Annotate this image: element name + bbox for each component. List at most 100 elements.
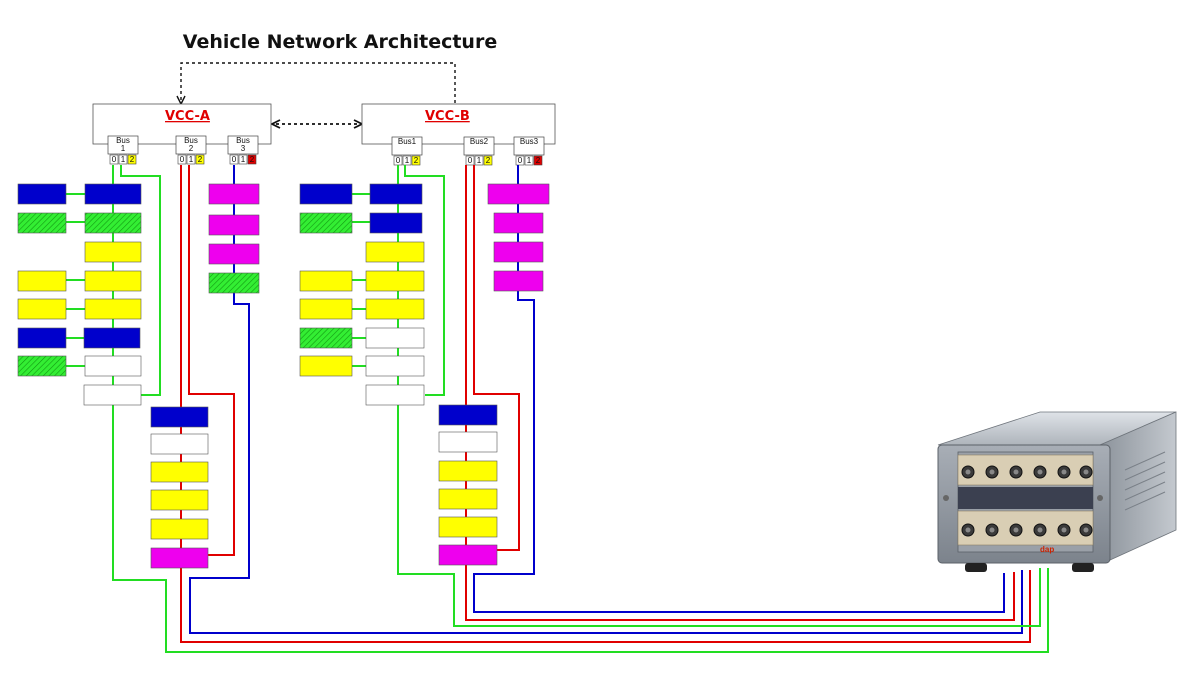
bus-label: 3 [241,144,246,153]
bus-channel [474,155,484,166]
ecu-box [208,214,260,236]
bus-channel-label: 0 [396,156,401,165]
bus-channel [229,154,239,165]
device-port-pin [1083,527,1089,533]
bus-channel [465,155,475,166]
ecu-box [208,272,260,294]
ecu-box [150,518,209,540]
bus-label: 2 [189,144,194,153]
ecu-box [208,183,260,205]
ecu-box [365,327,425,349]
ecu-box [83,327,141,349]
bus-label: Bus2 [470,137,489,146]
wire-a-bus3 [189,165,1023,634]
bus-channel-label: 2 [486,156,491,165]
controller-label: VCC-A [165,109,210,124]
bus-channel-label: 1 [121,155,126,164]
device-port-pin [1083,469,1089,475]
ecu-box [17,270,67,292]
bus-channel [411,155,421,166]
bus-channel [186,154,196,165]
device-port-pin [965,469,971,475]
bus-channel-label: 0 [180,155,185,164]
device-port-pin [1037,527,1043,533]
bus-channel-label: 1 [189,155,194,164]
ecu-box [150,547,209,569]
ecu-box [365,241,425,263]
wire-a-bus1 [112,165,1049,653]
diagram-title: Vehicle Network Architecture [183,31,497,53]
bus-label: Bus1 [398,137,417,146]
device-port-pin [1061,527,1067,533]
bus-label: 1 [121,144,126,153]
bus-channel-label: 2 [414,156,419,165]
device-foot [1072,563,1094,572]
bus-channel [533,155,543,166]
bus-channel-label: 1 [241,155,246,164]
ecu-box [299,270,353,292]
bus-label: Bus [184,136,198,145]
ecu-box [84,270,142,292]
ecu-box [84,355,142,377]
wire-b-bus1-loop [404,165,445,396]
controller-label: VCC-B [425,109,470,124]
device-port-pin [1061,469,1067,475]
bus-label: Bus [236,136,250,145]
wire-a-bus2 [180,165,1031,643]
bus-channel [238,154,248,165]
bus-channel [118,154,128,165]
bus-channel-label: 2 [130,155,135,164]
bus-label: Bus3 [520,137,539,146]
ecu-box [487,183,550,205]
ecu-box [438,431,498,453]
wire-b-bus1 [397,165,1041,627]
ecu-box [84,241,142,263]
ecu-box [150,489,209,511]
ecu-box [17,298,67,320]
ecu-box [17,355,67,377]
device-port-pin [1013,527,1019,533]
device-port-pin [965,527,971,533]
bus-channel [247,154,257,165]
bus-channel [483,155,493,166]
ecu-box [438,516,498,538]
bottom-connector-panel [957,510,1094,546]
bus-channel [109,154,119,165]
ecu-box [150,461,209,483]
ecu-box [17,212,67,234]
device-port-pin [1013,469,1019,475]
ecu-box [84,212,142,234]
controller-link-top [180,62,456,104]
ecu-box [150,406,209,428]
bus-channel-label: 0 [232,155,237,164]
ecu-box [438,488,498,510]
ecu-box [365,270,425,292]
ecu-box [365,298,425,320]
blank-panel [958,487,1093,509]
bus-channel-label: 1 [527,156,532,165]
ecu-box [84,183,142,205]
wire-b-bus2-loop [473,165,520,551]
wire-a-bus1-loop [120,165,161,396]
bus-label: Bus [116,136,130,145]
device-port-pin [989,527,995,533]
ecu-box [208,243,260,265]
bus-channel [195,154,205,165]
ecu-box [299,212,353,234]
bus-channel-label: 2 [536,156,541,165]
device-port-pin [1037,469,1043,475]
ecu-box [299,183,353,205]
ecu-box [438,544,498,566]
ecu-box [299,355,353,377]
ecu-box [365,384,425,406]
ecu-box [369,212,423,234]
ecu-box [17,183,67,205]
ecu-box [83,384,142,406]
bus-channel [127,154,137,165]
wire-a-bus2-loop [188,165,235,556]
